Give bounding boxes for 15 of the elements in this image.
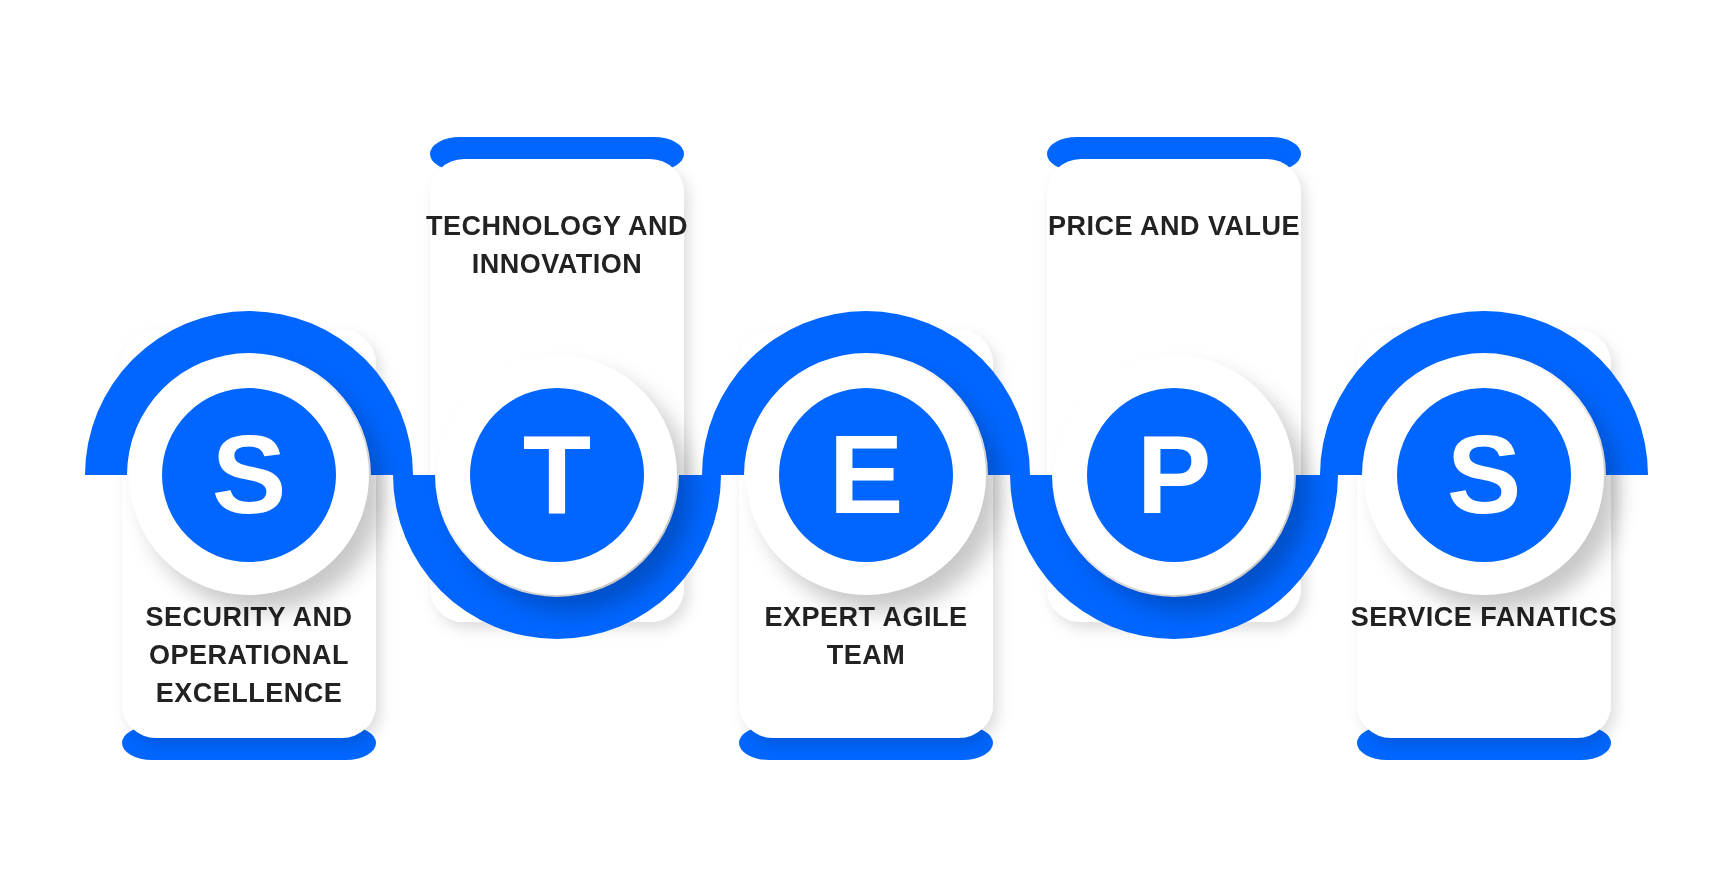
step-card bbox=[85, 311, 413, 760]
step-letter: E bbox=[828, 419, 904, 531]
step-title: SERVICE FANATICS bbox=[1349, 601, 1619, 634]
step-card bbox=[1010, 137, 1338, 639]
step-letter: P bbox=[1136, 419, 1212, 531]
step-title: SECURITY AND OPERATIONAL EXCELLENCE bbox=[144, 601, 354, 710]
step-title: PRICE AND VALUE bbox=[1047, 210, 1301, 243]
step-letter: T bbox=[522, 419, 592, 531]
step-letter: S bbox=[211, 419, 287, 531]
step-card bbox=[393, 137, 721, 639]
step-title: TECHNOLOGY AND INNOVATION bbox=[425, 210, 689, 281]
step-card bbox=[702, 311, 1030, 760]
step-title: EXPERT AGILE TEAM bbox=[763, 601, 969, 672]
step-card bbox=[1320, 311, 1648, 760]
step-letter: S bbox=[1446, 419, 1522, 531]
